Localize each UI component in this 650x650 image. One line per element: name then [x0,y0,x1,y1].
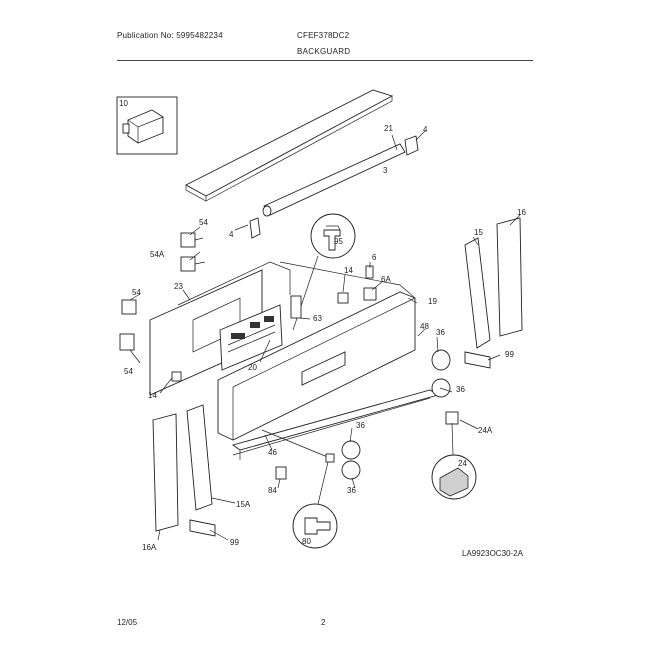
callout-23: 23 [174,282,183,291]
callout-99b: 99 [230,538,239,547]
backguard-top-trim [185,89,394,202]
callout-54a: 54 [199,218,208,227]
callout-16: 16 [517,208,526,217]
drawing-code: LA9923OC30-2A [462,549,524,558]
callout-36a: 36 [436,328,445,337]
header-rule [117,60,533,61]
lamp-holder-left [249,217,261,239]
callout-14b: 14 [148,391,157,400]
callout-36c: 36 [356,421,365,430]
switches-54 [119,232,206,351]
control-bracket-23 [149,261,291,396]
callout-6A: 6A [381,275,391,284]
callout-15: 15 [474,228,483,237]
clock-control-20 [219,304,283,371]
side-trim-16 [496,217,523,337]
callout-48: 48 [420,322,429,331]
part-80-circle [292,461,338,549]
callout-99a: 99 [505,350,514,359]
callout-14a: 14 [344,266,353,275]
callout-15A: 15A [236,500,251,509]
callout-10: 10 [119,99,128,108]
callout-54c: 54 [124,367,133,376]
part-callouts: 10 21 4 3 54 4 95 54A 6 14 15 16 6A 54 2… [119,99,526,558]
part-95-circle [292,213,356,331]
side-trim-16A [152,413,179,532]
part-10-inset [116,96,178,155]
publication-number: Publication No: 5995482234 [117,31,223,40]
callout-4a: 4 [423,125,428,134]
section-title: BACKGUARD [297,47,351,56]
callout-24A: 24A [478,426,493,435]
callout-84: 84 [268,486,277,495]
callout-16A: 16A [142,543,157,552]
callout-20: 20 [248,363,257,372]
side-trim-15A [186,404,213,511]
callout-21: 21 [384,124,393,133]
callout-19: 19 [428,297,437,306]
callout-54A: 54A [150,250,165,259]
callout-6: 6 [372,253,377,262]
bracket-99 [189,351,491,537]
callout-54b: 54 [132,288,141,297]
backguard-panel-19 [217,261,416,441]
callout-80: 80 [302,537,311,546]
callout-4b: 4 [229,230,234,239]
callout-24: 24 [458,459,467,468]
leader-lines [129,214,521,541]
callout-36d: 36 [347,486,356,495]
callout-63: 63 [313,314,322,323]
model-number: CFEF378DC2 [297,31,350,40]
side-trim-15 [464,237,491,349]
small-parts [171,265,459,480]
footer-date: 12/05 [117,618,138,627]
callout-36b: 36 [456,385,465,394]
callout-46: 46 [268,448,277,457]
page-number: 2 [321,618,326,627]
part-24-circle [431,422,477,500]
fluorescent-tube [262,130,426,217]
callout-95: 95 [334,237,343,246]
callout-3: 3 [383,166,388,175]
